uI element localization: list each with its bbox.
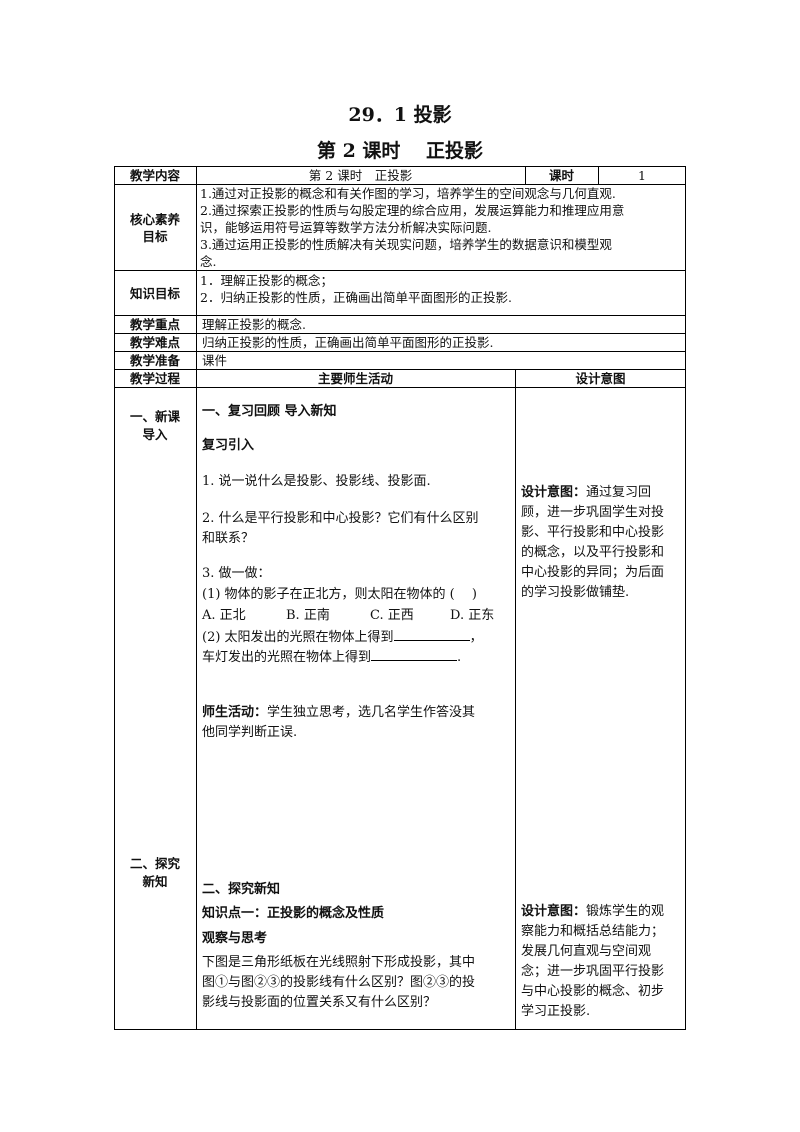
- observe-text: 下图是三角形纸板在光线照射下形成投影，其中 图①与图②③的投影线有什么区别？图②…: [202, 955, 476, 1010]
- difficulty-label: 教学难点: [129, 335, 180, 350]
- option-d: D. 正东: [450, 608, 495, 623]
- knowledge-goals: 1．理解正投影的概念； 2．归纳正投影的性质，正确画出简单平面图形的正投影.: [200, 272, 684, 306]
- question-3: 3. 做一做：: [202, 566, 271, 581]
- stage2-design-intent: 设计意图：锻炼学生的观 察能力和概括总结能力； 发展几何直观与空间观 念；进一步…: [521, 904, 665, 1019]
- core-goal-line: 念.: [200, 254, 217, 269]
- option-a: A. 正北: [202, 608, 246, 623]
- difficulty-value: 归纳正投影的性质，正确画出简单平面图形的正投影.: [202, 335, 494, 350]
- answer-blank: [393, 628, 470, 641]
- core-goals: 1.通过对正投影的概念和有关作图的学习，培养学生的空间观念与几何直观. 2.通过…: [200, 185, 684, 270]
- stage2-label: 二、探究 新知: [129, 856, 180, 889]
- preparation-label: 教学准备: [129, 353, 180, 368]
- key-point-label: 教学重点: [129, 317, 180, 332]
- question-3a: (1) 物体的影子在正北方，则太阳在物体的 ( ): [202, 587, 477, 602]
- stage1-heading: 一、复习回顾 导入新知: [202, 404, 337, 419]
- intent-column-header: 设计意图: [575, 371, 626, 386]
- lesson-table: [114, 166, 686, 1030]
- knowledge-point-1: 知识点一：正投影的概念及性质: [202, 906, 385, 921]
- period-label: 课时: [548, 168, 574, 183]
- stage1-subheading: 复习引入: [202, 438, 255, 453]
- stage1-label: 一、新课 导入: [129, 409, 180, 442]
- core-goal-line: 2.通过探索正投影的性质与勾股定理的综合应用，发展运算能力和推理应用意: [200, 203, 625, 218]
- document-title: 29．1 投影: [348, 104, 452, 126]
- answer-blank: [371, 648, 458, 661]
- question-1: 1. 说一说什么是投影、投影线、投影面.: [202, 474, 431, 489]
- question-3b: (2) 太阳发出的光照在物体上得到，: [202, 628, 483, 645]
- option-c: C. 正西: [370, 608, 414, 623]
- knowledge-goal-line: 1．理解正投影的概念；: [200, 273, 333, 288]
- stage2-heading: 二、探究新知: [202, 882, 281, 897]
- activity-note: 师生活动：学生独立思考，选几名学生作答没其 他同学判断正误.: [202, 705, 476, 740]
- process-label: 教学过程: [129, 371, 180, 386]
- core-label: 核心素养 目标: [129, 212, 180, 244]
- period-value: 1: [638, 168, 646, 183]
- core-goal-line: 识，能够运用符号运算等数学方法分析解决实际问题.: [200, 220, 492, 235]
- knowledge-goal-line: 2．归纳正投影的性质，正确画出简单平面图形的正投影.: [200, 290, 512, 305]
- stage1-design-intent: 设计意图：通过复习回 顾，进一步巩固学生对投 影、平行投影和中心投影 的概念，以…: [521, 485, 665, 600]
- key-point-value: 理解正投影的概念.: [202, 317, 306, 332]
- core-goal-line: 1.通过对正投影的概念和有关作图的学习，培养学生的空间观念与几何直观.: [200, 186, 616, 201]
- question-3c: 车灯发出的光照在物体上得到.: [202, 648, 462, 665]
- content-value: 第 2 课时 正投影: [308, 168, 413, 183]
- observe-heading: 观察与思考: [202, 931, 268, 946]
- preparation-value: 课件: [202, 353, 228, 368]
- question-2: 2. 什么是平行投影和中心投影？它们有什么区别 和联系？: [202, 511, 479, 546]
- option-b: B. 正南: [286, 608, 330, 623]
- core-goal-line: 3.通过运用正投影的性质解决有关现实问题，培养学生的数据意识和模型观: [200, 237, 612, 252]
- document-subtitle: 第 2 课时 正投影: [316, 140, 484, 162]
- content-label: 教学内容: [129, 168, 180, 183]
- activity-column-header: 主要师生活动: [317, 371, 393, 386]
- knowledge-label: 知识目标: [129, 286, 180, 301]
